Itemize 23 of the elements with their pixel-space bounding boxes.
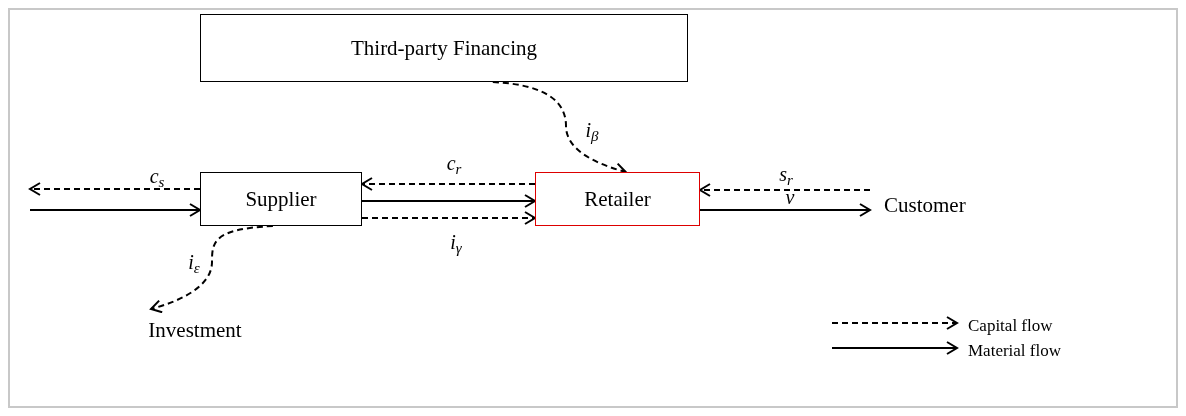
- node-label: Third-party Financing: [350, 34, 537, 62]
- arrow: [29, 182, 201, 196]
- node-label: Supplier: [245, 185, 317, 213]
- node-label: Customer: [884, 191, 966, 219]
- legend-label: Material flow: [968, 341, 1061, 359]
- edge-label: s$_{r}$: [779, 164, 793, 184]
- edge-label: c$_{r}$: [446, 153, 462, 173]
- edge-label: i$_{ε}$: [188, 252, 200, 272]
- arrow: [699, 203, 871, 217]
- arrow: [361, 177, 536, 191]
- arrow: [150, 225, 274, 313]
- edge-label: c$_{s}$: [149, 166, 165, 186]
- process-box: [200, 14, 688, 82]
- node-label: Retailer: [584, 185, 651, 213]
- legend-label: Capital flow: [968, 316, 1053, 334]
- process-box: [535, 172, 700, 226]
- process-box: [200, 172, 362, 226]
- arrow: [699, 183, 871, 197]
- arrow: [29, 203, 201, 217]
- edge-label: v: [785, 187, 795, 207]
- node-label: Investment: [148, 316, 242, 344]
- arrow: [361, 211, 536, 225]
- arrow: [361, 194, 536, 208]
